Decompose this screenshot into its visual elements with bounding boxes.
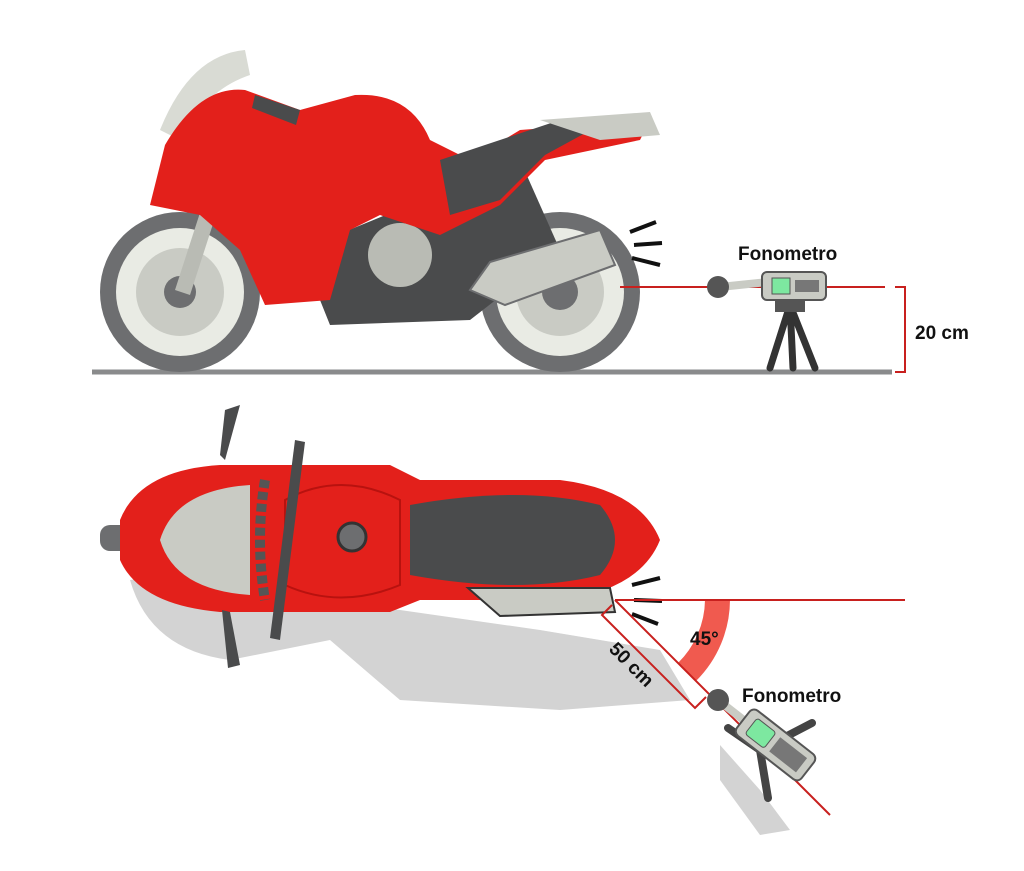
handlebar — [252, 95, 300, 125]
height-bracket — [895, 286, 906, 373]
windscreen — [160, 50, 250, 140]
exhaust — [468, 228, 617, 307]
tail — [540, 112, 660, 140]
mirror-right — [222, 610, 240, 668]
side-meter-label: Fonometro — [738, 244, 837, 265]
sound-waves-icon — [629, 220, 663, 267]
seat-top — [410, 495, 615, 585]
chain-detail — [255, 479, 270, 601]
meter-shadow — [720, 745, 790, 835]
distance-bracket — [600, 604, 707, 710]
angle-arc — [678, 600, 730, 681]
sound-level-meter-icon — [707, 689, 817, 782]
tripod-icon — [766, 301, 819, 372]
windscreen-top — [160, 485, 250, 595]
mirror-left — [220, 405, 240, 460]
angle-label: 45° — [690, 629, 719, 650]
top-view: 45° 50 cm Fonometro — [100, 405, 905, 835]
fuel-cap — [336, 521, 368, 553]
seat — [440, 120, 600, 215]
exhaust-top — [465, 587, 617, 618]
top-meter-label: Fonometro — [742, 686, 841, 707]
height-label: 20 cm — [915, 323, 969, 344]
sound-level-meter-icon — [707, 271, 827, 301]
side-view: Fonometro 20 cm — [92, 50, 969, 375]
handlebar-top — [270, 440, 305, 640]
